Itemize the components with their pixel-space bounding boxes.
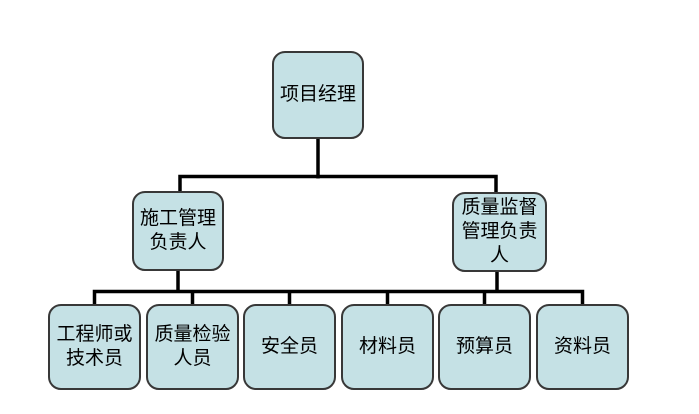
org-node-project-manager: 项目经理 [272,51,364,139]
org-node-construction-management-leader: 施工管理 负责人 [132,191,224,271]
org-node-label: 工程师或 技术员 [56,324,133,369]
org-node-safety-officer: 安全员 [243,304,336,390]
org-node-material-clerk: 材料员 [341,304,434,390]
org-node-quality-inspection-staff: 质量检验 人员 [146,304,239,390]
connector-level3-stubs [190,291,487,305]
connector-level2-bus [178,174,498,194]
org-node-label: 施工管理 负责人 [139,208,216,253]
org-node-label: 材料员 [358,336,416,357]
org-node-document-clerk: 资料员 [536,304,629,390]
org-node-budget-clerk: 预算员 [438,304,531,390]
org-node-label: 质量检验 人员 [154,324,231,369]
org-node-engineer-or-technician: 工程师或 技术员 [48,304,141,390]
org-node-label: 资料员 [553,336,611,357]
org-node-label: 质量监督 管理负责 人 [461,197,538,266]
org-node-quality-supervision-management-leader: 质量监督 管理负责 人 [452,192,547,272]
connector-level3-bus [92,289,585,305]
org-node-label: 项目经理 [279,84,356,105]
org-node-label: 预算员 [455,336,513,357]
org-node-label: 安全员 [260,336,318,357]
